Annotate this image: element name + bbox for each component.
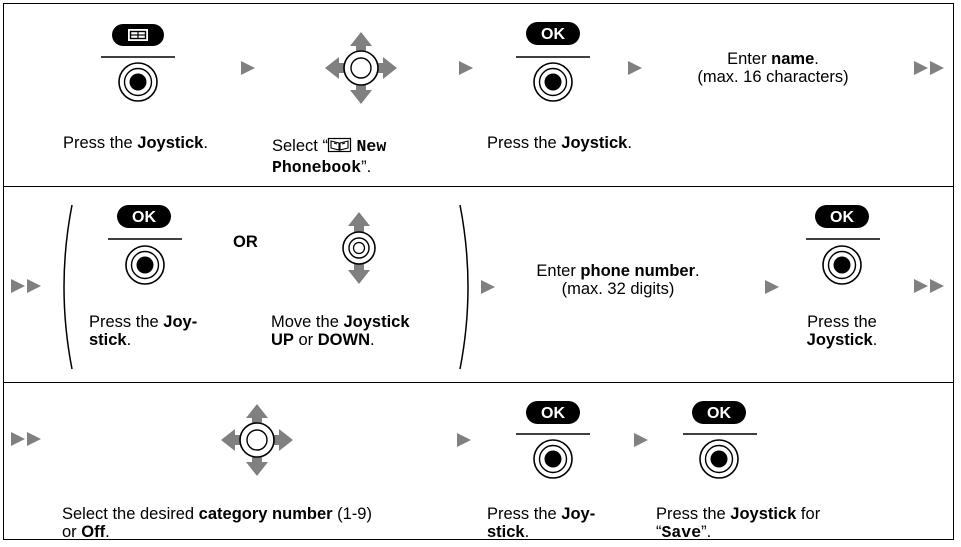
- ok-key-icon: OK: [117, 205, 171, 228]
- svg-text:OK: OK: [830, 209, 854, 226]
- next-arrow-icon: [628, 61, 642, 75]
- select-category-number-label: Select the desired category number (1-9)…: [62, 505, 372, 541]
- procedure-frame: [3, 3, 954, 540]
- menu-key-icon: [112, 24, 164, 46]
- enter-name-label: Enter name. (max. 16 characters): [697, 50, 849, 86]
- press-joy-stick-label: Press the Joy- stick.: [487, 505, 596, 541]
- open-parenthesis: [63, 204, 73, 370]
- continue-arrow-icon: [914, 61, 944, 75]
- next-arrow-icon: [765, 280, 779, 294]
- ok-key-icon: OK: [815, 205, 869, 228]
- separator-line: [516, 433, 590, 435]
- next-arrow-icon: [457, 433, 471, 447]
- press-the-joystick-label: Press the Joystick.: [806, 313, 878, 349]
- continue-arrow-icon: [914, 279, 944, 293]
- next-arrow-icon: [634, 433, 648, 447]
- separator-line: [806, 238, 880, 240]
- joystick-icon: [699, 439, 739, 479]
- joystick-icon: [533, 439, 573, 479]
- continue-arrow-icon: [11, 279, 41, 293]
- step-select-new-phonebook-label: Select “ New Phonebook”.: [272, 137, 387, 177]
- separator-line: [516, 56, 590, 58]
- step-press-joystick-label: Press the Joystick.: [487, 134, 632, 152]
- step-press-joystick-label: Press the Joystick.: [63, 134, 208, 152]
- ok-key-icon: OK: [526, 22, 580, 45]
- or-label: OR: [233, 233, 258, 251]
- row-divider: [3, 382, 954, 383]
- joystick-icon: [118, 62, 158, 102]
- separator-line: [108, 238, 182, 240]
- ok-key-icon: OK: [526, 401, 580, 424]
- ok-key-icon: OK: [692, 401, 746, 424]
- next-arrow-icon: [459, 61, 473, 75]
- press-joystick-save-label: Press the Joystick for “Save”.: [656, 505, 821, 542]
- joystick-4way-icon: [325, 32, 397, 104]
- move-joystick-up-down-label: Move the Joystick UP or DOWN.: [271, 313, 410, 349]
- next-arrow-icon: [241, 61, 255, 75]
- svg-text:OK: OK: [541, 405, 565, 422]
- joystick-updown-icon: [342, 212, 376, 284]
- svg-text:OK: OK: [541, 26, 565, 43]
- joystick-icon: [533, 62, 573, 102]
- separator-line: [683, 433, 757, 435]
- separator-line: [101, 56, 175, 58]
- close-parenthesis: [459, 204, 469, 370]
- press-joy-stick-label: Press the Joy- stick.: [89, 313, 198, 349]
- svg-text:OK: OK: [707, 405, 731, 422]
- joystick-icon: [125, 245, 165, 285]
- row-divider: [3, 186, 954, 187]
- svg-text:OK: OK: [132, 209, 156, 226]
- next-arrow-icon: [481, 280, 495, 294]
- enter-phone-number-label: Enter phone number. (max. 32 digits): [536, 262, 700, 298]
- continue-arrow-icon: [11, 432, 41, 446]
- joystick-4way-icon: [221, 404, 293, 476]
- joystick-icon: [822, 245, 862, 285]
- phonebook-icon: [327, 137, 352, 153]
